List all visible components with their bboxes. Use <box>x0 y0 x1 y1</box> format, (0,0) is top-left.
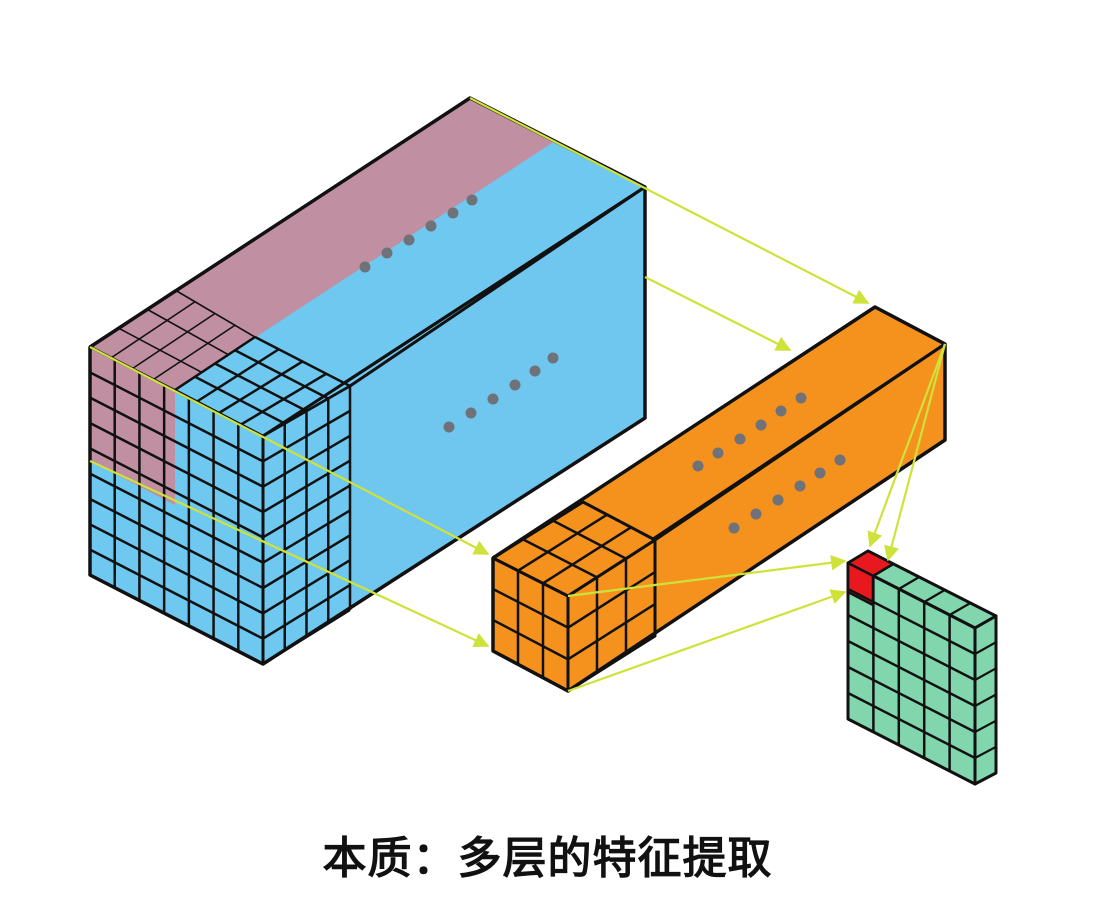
arrow-input-front-low-to-feature <box>89 460 490 648</box>
grid-line <box>492 618 569 661</box>
grid-line <box>89 523 264 615</box>
grid-line <box>974 615 997 629</box>
grid-line <box>847 550 869 564</box>
input-receptive-field-front <box>90 347 175 505</box>
connection-arrows <box>89 97 947 693</box>
arrow-feature-subcube-to-output <box>567 555 847 598</box>
grid-line <box>974 745 997 759</box>
grid-line <box>872 563 895 577</box>
diagram-caption: 本质：多层的特征提取 <box>322 833 773 884</box>
arrow-input-top-to-feature <box>469 97 870 304</box>
grid-line <box>567 602 656 661</box>
grid-line <box>522 538 598 579</box>
grid-line <box>132 312 216 370</box>
grid-line <box>117 327 203 374</box>
grid-line <box>89 548 264 640</box>
grid-line <box>262 434 351 488</box>
arrow-input-front-mid-to-feature <box>89 346 490 555</box>
grid-line <box>974 719 997 733</box>
grid-line <box>567 570 656 629</box>
grid-line <box>847 613 976 682</box>
grid-line <box>89 497 264 590</box>
grid-line <box>89 396 264 488</box>
grid-line <box>196 348 280 403</box>
grid-line <box>218 360 304 415</box>
grid-line <box>492 556 569 598</box>
grid-line <box>110 301 196 359</box>
grid-line <box>89 447 264 539</box>
grid-line <box>262 459 351 514</box>
grid-line <box>847 587 976 656</box>
grid-line <box>582 500 656 542</box>
arrow-input-side-to-feature <box>644 276 792 351</box>
grid-line <box>847 691 976 760</box>
feature-ellipsis-top <box>692 392 807 472</box>
grid-line <box>542 526 632 585</box>
feature-side-divider <box>654 342 946 542</box>
grid-line <box>174 336 256 391</box>
arrow-feature-bottom-to-output <box>567 589 847 693</box>
feature-ellipsis-side <box>728 454 846 534</box>
grid-line <box>552 519 627 560</box>
grid-line <box>974 693 997 707</box>
grid-line <box>847 665 976 734</box>
grid-line <box>262 559 351 615</box>
grid-line <box>153 324 236 380</box>
input-ellipsis-top <box>359 194 478 273</box>
grid-line <box>262 484 351 539</box>
grid-line <box>240 372 327 426</box>
grid-line <box>898 576 920 590</box>
output-map <box>846 549 998 786</box>
grid-line <box>262 409 351 463</box>
grid-line <box>867 550 997 617</box>
grid-line <box>492 587 569 629</box>
grid-line <box>974 641 997 655</box>
grid-line <box>847 562 976 629</box>
grid-line <box>974 667 997 681</box>
grid-line <box>949 602 971 616</box>
grid-line <box>89 421 264 514</box>
grid-line <box>89 472 264 564</box>
input-ellipsis-side <box>443 352 559 433</box>
grid-line <box>567 538 656 598</box>
grid-line <box>923 589 946 603</box>
grid-line <box>262 509 351 564</box>
arrow-feature-corner2-to-output <box>884 343 947 562</box>
grid-line <box>847 717 976 786</box>
input-receptive-field-top <box>90 98 555 390</box>
grid-line <box>89 371 264 463</box>
grid-line <box>517 513 608 572</box>
arrow-feature-corner-to-output <box>867 343 947 548</box>
grid-line <box>262 584 351 640</box>
grid-line <box>174 289 256 338</box>
output-grid-lines <box>846 550 998 786</box>
grid-line <box>847 639 976 708</box>
grid-line <box>974 772 997 785</box>
grid-line <box>146 308 229 356</box>
